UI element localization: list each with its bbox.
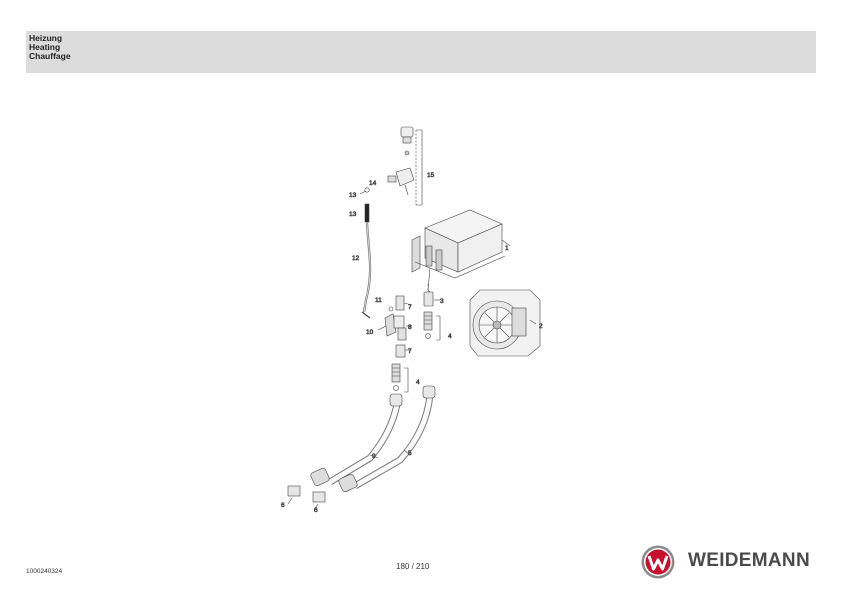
page-indicator: 180 / 210	[396, 562, 430, 571]
weidemann-logo-icon	[641, 545, 675, 579]
callout-12: 12	[352, 255, 360, 262]
header-band: Heizung Heating Chauffage	[26, 31, 816, 73]
callout-13-upper: 13	[349, 192, 357, 199]
part-12-hose	[361, 203, 372, 319]
part-8-elbow	[397, 325, 412, 341]
brand-wordmark: WEIDEMANN	[688, 550, 810, 571]
callout-10: 10	[366, 329, 374, 336]
callout-7-upper: 7	[408, 304, 412, 311]
part-4-hose-nipple-left	[391, 363, 409, 393]
part-2-blower	[469, 289, 541, 357]
callout-4-upper: 4	[448, 333, 452, 340]
callout-11: 11	[375, 297, 382, 304]
part-13-washer	[359, 187, 370, 195]
title-french: Chauffage	[29, 51, 71, 61]
callout-5: 5	[408, 450, 412, 457]
part-6-clamp-left	[287, 485, 301, 505]
part-9-hose	[310, 393, 403, 487]
part-15-valve-assembly	[387, 126, 423, 206]
callout-6-left: 6	[281, 502, 285, 509]
part-1-heater-box	[411, 209, 511, 295]
document-number: 1000240324	[26, 568, 63, 575]
callout-9: 9	[372, 453, 376, 460]
part-5-hose	[338, 385, 436, 493]
part-3-fitting	[423, 284, 440, 307]
part-4-hose-nipple-right	[423, 311, 441, 341]
callout-4-lower: 4	[416, 379, 420, 386]
callout-8: 8	[408, 324, 412, 331]
callout-14: 14	[369, 180, 377, 187]
part-6-clamp-right	[312, 491, 326, 511]
part-11-clip	[388, 306, 394, 312]
callout-3: 3	[440, 298, 444, 305]
callout-6-right: 6	[314, 507, 318, 514]
callout-7-lower: 7	[408, 348, 412, 355]
callout-1: 1	[505, 245, 509, 252]
callout-2: 2	[539, 323, 543, 330]
callout-15: 15	[427, 172, 435, 179]
title-german: Heizung	[29, 33, 63, 43]
part-7-nipple-lower	[395, 344, 410, 358]
title-english: Heating	[29, 42, 61, 52]
part-7-nipple-upper	[395, 295, 413, 311]
callout-13-lower: 13	[349, 211, 357, 218]
